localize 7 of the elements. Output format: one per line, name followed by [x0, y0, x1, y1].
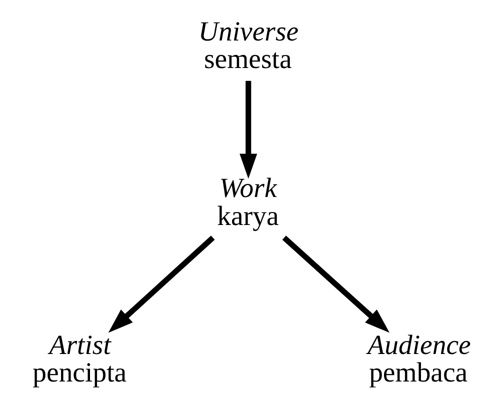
node-text: Work karya	[216, 173, 278, 232]
arrow	[282, 236, 390, 333]
arrow	[108, 236, 214, 333]
node-text: Audience pembaca	[367, 330, 470, 389]
node-text: Artist pencipta	[32, 330, 126, 389]
arrow	[239, 80, 257, 179]
node-text: Universe semesta	[198, 16, 298, 76]
